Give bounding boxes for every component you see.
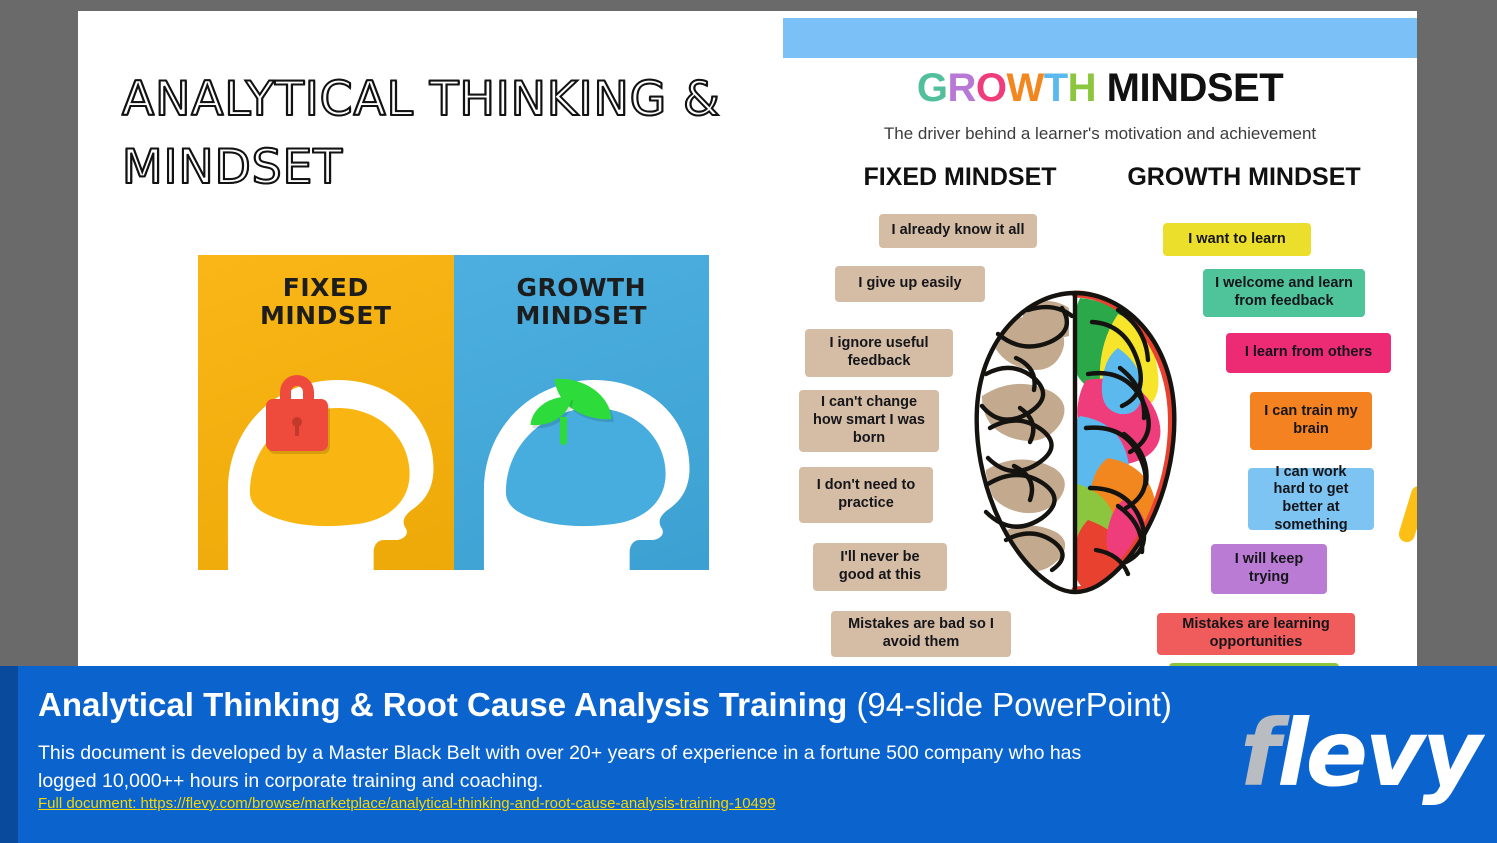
heading-letter-r: R [947, 66, 976, 110]
page-title: Analytical Thinking & Mindset [121, 71, 721, 196]
full-document-link[interactable]: Full document: https://flevy.com/browse/… [38, 795, 776, 812]
heading-letter-w: W [1006, 66, 1044, 110]
list-item: I learn from others [1226, 333, 1391, 373]
list-item: I give up easily [835, 266, 985, 302]
lock-icon [266, 375, 328, 453]
list-item: I welcome and learn from feedback [1203, 269, 1365, 317]
banner-title-bold: Analytical Thinking & Root Cause Analysi… [38, 686, 848, 723]
list-item [1169, 663, 1339, 666]
infographic-heading: GROWTH MINDSET [783, 66, 1417, 111]
infographic-top-bar [783, 18, 1417, 58]
banner-left-edge [0, 666, 18, 843]
logo-letters-levy: levy [1277, 700, 1482, 807]
heading-letter-h: H [1067, 66, 1097, 110]
list-item: I don't need to practice [799, 467, 933, 523]
flevy-promo-banner: Analytical Thinking & Root Cause Analysi… [0, 666, 1497, 843]
banner-title-light: (94-slide PowerPoint) [856, 686, 1172, 723]
heading-mindset-word: MINDSET [1106, 66, 1284, 110]
heading-letter-t: T [1043, 66, 1068, 110]
list-item: I can train my brain [1250, 392, 1372, 450]
list-item: I can work hard to get better at somethi… [1248, 464, 1374, 533]
list-item: I'll never be good at this [813, 543, 947, 591]
growth-mindset-infographic: GROWTH MINDSET The driver behind a learn… [783, 11, 1417, 666]
column-header-growth: GROWTH MINDSET [1127, 163, 1361, 191]
column-header-fixed: FIXED MINDSET [863, 163, 1057, 191]
banner-title: Analytical Thinking & Root Cause Analysi… [38, 686, 1172, 724]
infographic-subtitle: The driver behind a learner's motivation… [883, 124, 1317, 143]
list-item: Mistakes are learning opportunities [1157, 613, 1355, 655]
heading-letter-g: G [916, 66, 948, 110]
presentation-slide: Analytical Thinking & Mindset FIXEDMINDS… [78, 11, 1417, 666]
banner-description: This document is developed by a Master B… [38, 742, 1082, 792]
list-item: I can't change how smart I was born [799, 390, 939, 452]
flevy-logo[interactable]: flevy [1240, 708, 1482, 800]
head-silhouette-growth [454, 340, 710, 570]
brain-illustration [968, 288, 1183, 598]
list-item: I already know it all [879, 214, 1037, 248]
logo-letter-f: f [1240, 700, 1280, 807]
list-item: I will keep trying [1211, 544, 1327, 594]
list-item: Mistakes are bad so I avoid them [831, 611, 1011, 657]
list-item: I ignore useful feedback [805, 329, 953, 377]
list-item: I want to learn [1163, 223, 1311, 256]
heading-letter-o: O [975, 66, 1007, 110]
plant-leaf-icon [529, 375, 612, 447]
